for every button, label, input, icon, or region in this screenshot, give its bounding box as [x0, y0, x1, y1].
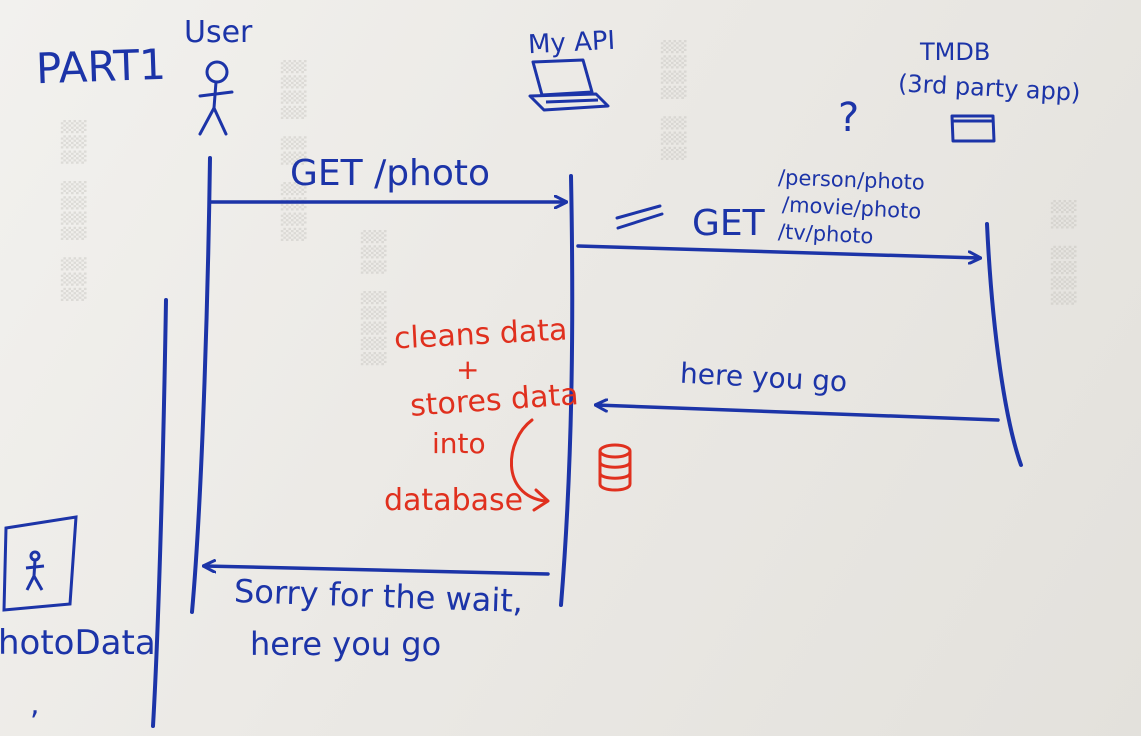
- user-stick-figure-icon: [198, 60, 234, 136]
- question-mark: ?: [838, 95, 860, 141]
- tmdb-path-3: /tv/photo: [777, 219, 874, 249]
- database-icon: [598, 443, 632, 492]
- store-arrow: [510, 418, 547, 503]
- tmdb-response-label: here you go: [679, 356, 849, 399]
- user-response-line2: here you go: [250, 625, 442, 663]
- process-line1: cleans data: [393, 312, 569, 357]
- user-lifeline: [190, 156, 212, 614]
- get-tmdb-label: GET: [692, 203, 765, 244]
- process-line4: into: [432, 427, 486, 460]
- bleed-through-text: ▒▒▒▒ ▒▒ ▒▒▒▒: [280, 60, 305, 243]
- get-photo-label: GET /photo: [290, 153, 491, 194]
- arrow-get-tmdb: [576, 244, 980, 258]
- bleed-through-text: ▒▒ ▒▒▒▒: [1050, 200, 1075, 307]
- api-label: My API: [527, 25, 616, 61]
- arrow-here-you-go: [596, 405, 1000, 422]
- photo-frame-icon: [2, 515, 78, 612]
- user-response-line1: Sorry for the wait,: [233, 571, 524, 621]
- page-title: PART1: [35, 39, 167, 94]
- bleed-through-text: ▒▒▒ ▒▒▒▒▒: [360, 230, 385, 368]
- user-label: User: [184, 15, 253, 50]
- scribble-out: [615, 204, 664, 230]
- tmdb-lifeline: [985, 222, 1023, 467]
- bleed-through-text: ▒▒▒▒ ▒▒▒: [660, 40, 685, 162]
- arrow-sorry-for-wait: [204, 566, 550, 576]
- bleed-through-text: ▒▒▒ ▒▒▒▒ ▒▒▒: [60, 120, 85, 303]
- left-edge-lifeline: [151, 298, 168, 728]
- tmdb-label: TMDB: [920, 38, 991, 66]
- process-line5: database: [384, 483, 524, 518]
- comma-mark: ,: [30, 687, 40, 722]
- laptop-icon: [528, 58, 610, 112]
- tmdb-box-icon: [950, 114, 996, 143]
- process-line2: +: [456, 353, 480, 386]
- tmdb-path-1: /person/photo: [777, 165, 926, 195]
- photo-data-label: hotoData: [0, 623, 156, 663]
- api-lifeline: [559, 174, 575, 607]
